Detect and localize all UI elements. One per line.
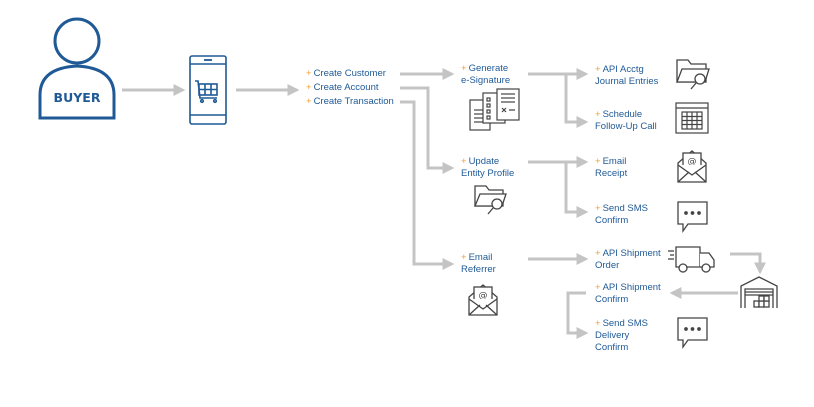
plus-icon: + — [595, 156, 601, 167]
svg-text:@: @ — [479, 291, 488, 301]
truck-icon — [668, 246, 715, 273]
folder-search-icon — [676, 59, 710, 90]
email-icon: @ — [468, 284, 498, 316]
plus-icon: + — [461, 63, 467, 74]
node-label: Email — [468, 252, 493, 263]
node-label: Order — [595, 260, 620, 271]
node-label: Schedule — [602, 109, 643, 120]
buyer-label: BUYER — [54, 90, 101, 105]
node-label: API Shipment — [602, 248, 661, 259]
node-label: Follow-Up Call — [595, 121, 657, 132]
arrow-truck-to-warehouse — [730, 252, 766, 275]
connector-arrows — [122, 68, 766, 339]
arrow-confirm-to-delivery-sms — [566, 291, 589, 339]
svg-text:@: @ — [688, 157, 697, 167]
mobile-cart-icon — [189, 55, 227, 125]
plus-icon: + — [595, 318, 601, 329]
documents-icon — [469, 88, 520, 131]
node-label: Send SMS — [602, 203, 648, 214]
node-label: Update — [468, 156, 500, 167]
arrow-entity-to-sms — [564, 162, 589, 218]
node-create-customer: +Create Customer — [306, 68, 386, 80]
node-label: API Shipment — [602, 282, 661, 293]
node-label: Generate — [468, 63, 509, 74]
node-label: Confirm — [595, 215, 629, 226]
plus-icon: + — [306, 96, 312, 107]
calendar-icon — [675, 102, 709, 134]
plus-icon: + — [306, 82, 312, 93]
node-label: Receipt — [595, 168, 628, 179]
node-label: Entity Profile — [461, 168, 515, 179]
plus-icon: + — [595, 109, 601, 120]
plus-icon: + — [461, 156, 467, 167]
node-create-transaction: +Create Transaction — [306, 96, 394, 108]
plus-icon: + — [461, 252, 467, 263]
plus-icon: + — [595, 203, 601, 214]
plus-icon: + — [595, 248, 601, 259]
plus-icon: + — [595, 64, 601, 75]
email-icon: @ — [677, 150, 707, 183]
warehouse-icon — [740, 276, 778, 308]
node-label: Confirm — [595, 294, 629, 305]
plus-icon: + — [306, 68, 312, 79]
chat-bubble-icon — [677, 201, 708, 234]
node-label: Create Transaction — [313, 96, 394, 107]
folder-search-icon — [474, 185, 507, 215]
buyer-person-icon — [38, 17, 116, 120]
arrow-esig-to-schedule — [564, 74, 589, 128]
node-label: Delivery — [595, 330, 630, 341]
node-label: Send SMS — [602, 318, 648, 329]
node-label: Confirm — [595, 342, 629, 353]
chat-bubble-icon — [677, 317, 708, 350]
node-label: Referrer — [461, 264, 496, 275]
node-create-account: +Create Account — [306, 82, 379, 94]
arrow-transaction-to-referrer — [400, 100, 455, 270]
node-label: Create Account — [313, 82, 379, 93]
node-label: Email — [602, 156, 627, 167]
arrow-account-to-entity — [400, 86, 455, 174]
node-label: API Acctg — [602, 64, 644, 75]
node-label: e-Signature — [461, 75, 511, 86]
node-label: Journal Entries — [595, 76, 659, 87]
plus-icon: + — [595, 282, 601, 293]
node-label: Create Customer — [313, 68, 386, 79]
